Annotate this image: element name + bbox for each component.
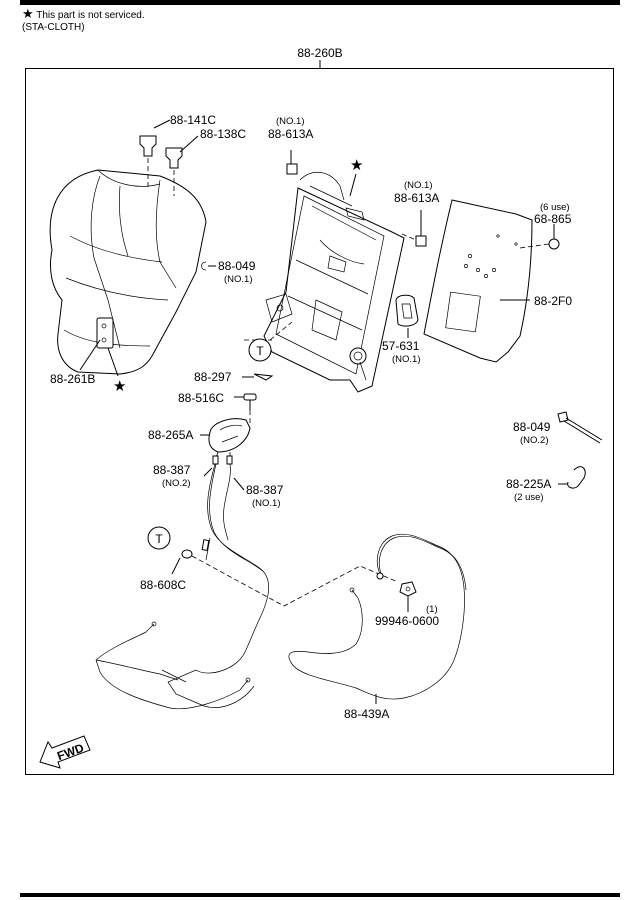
label-88-049-no2[interactable]: 88-049 xyxy=(513,420,551,434)
label-88-613a-mid[interactable]: 88-613A xyxy=(394,191,439,205)
back-board-88-2f0[interactable] xyxy=(423,199,533,363)
nut-99946-0600[interactable] xyxy=(399,581,417,597)
nut-88-613a-mid[interactable] xyxy=(415,235,427,247)
label-88-049-no1[interactable]: 88-049 xyxy=(218,259,256,273)
t-marker-upper[interactable] xyxy=(248,338,272,362)
label-88-260b[interactable]: 88-260B xyxy=(297,46,342,60)
leader-88-608c xyxy=(171,557,181,575)
part-88-297[interactable] xyxy=(253,373,274,381)
star-icon: ★ xyxy=(22,6,34,21)
hook-88-225a[interactable] xyxy=(567,466,586,489)
lever-57-631[interactable] xyxy=(395,294,419,327)
label-88-387-no2-sub: (NO.2) xyxy=(162,478,191,489)
label-57-631[interactable]: 57-631 xyxy=(382,339,420,353)
clip-88-049-no1[interactable] xyxy=(201,261,207,271)
leader-88-141c xyxy=(153,119,171,129)
label-99946-0600-sub: (1) xyxy=(426,604,438,615)
fwd-label: FWD xyxy=(55,741,86,764)
not-serviced-note: ★ This part is not serviced. xyxy=(22,6,145,22)
label-88-138c[interactable]: 88-138C xyxy=(200,127,246,141)
label-88-608c[interactable]: 88-608C xyxy=(140,578,186,592)
dash-cable-connection xyxy=(191,555,399,607)
label-57-631-sub: (NO.1) xyxy=(392,354,421,365)
label-88-225a[interactable]: 88-225A xyxy=(506,477,551,491)
label-88-613a-top-sub: (NO.1) xyxy=(276,116,305,127)
diagram-frame xyxy=(25,68,614,775)
seat-back-cushion[interactable] xyxy=(49,169,207,375)
headrest-guide-88-141c[interactable] xyxy=(139,135,157,188)
seat-back-frame[interactable] xyxy=(263,172,405,393)
handle-88-265a[interactable] xyxy=(208,418,251,453)
label-88-225a-sub: (2 use) xyxy=(514,492,544,503)
leader-star-frame xyxy=(349,173,357,197)
cable-88-387-no2[interactable] xyxy=(167,451,269,708)
screw-88-516c[interactable] xyxy=(243,393,257,424)
not-serviced-text: This part is not serviced. xyxy=(36,10,145,21)
label-88-387-no1-sub: (NO.1) xyxy=(252,498,281,509)
label-88-387-no2[interactable]: 88-387 xyxy=(153,463,191,477)
label-88-049-no2-sub: (NO.2) xyxy=(520,435,549,446)
label-88-261b[interactable]: 88-261B xyxy=(50,372,95,386)
label-88-613a-mid-sub: (NO.1) xyxy=(404,180,433,191)
nut-88-613a-top[interactable] xyxy=(286,163,298,175)
star-icon-bracket: ★ xyxy=(113,378,126,395)
leader-88-387-no1 xyxy=(233,477,245,491)
fwd-arrow-icon: FWD xyxy=(39,735,91,769)
seat-back-bracket[interactable] xyxy=(96,317,114,349)
t-marker-upper-label: T xyxy=(256,344,264,358)
t-marker-lower[interactable] xyxy=(147,526,171,550)
headrest-guide-88-138c[interactable] xyxy=(165,147,183,196)
leader-88-261b xyxy=(79,339,101,371)
clip-88-608c[interactable] xyxy=(181,549,193,559)
label-68-865-sub: (6 use) xyxy=(540,202,570,213)
leader-88-387-no2 xyxy=(203,467,213,477)
label-99946-0600[interactable]: 99946-0600 xyxy=(375,614,439,628)
cable-88-439a[interactable] xyxy=(288,533,467,700)
cable-lower-left[interactable] xyxy=(95,537,251,710)
label-88-2f0[interactable]: 88-2F0 xyxy=(534,294,572,308)
dash-68-865 xyxy=(519,243,550,249)
label-88-516c[interactable]: 88-516C xyxy=(178,391,224,405)
label-88-613a-top[interactable]: 88-613A xyxy=(268,127,313,141)
label-88-141c[interactable]: 88-141C xyxy=(170,113,216,127)
bottom-rule xyxy=(20,893,620,897)
label-88-387-no1[interactable]: 88-387 xyxy=(246,483,284,497)
tie-strap-88-049-no2[interactable] xyxy=(557,411,603,444)
leader-star-bracket xyxy=(107,347,119,377)
cable-88-387-no1[interactable] xyxy=(223,452,233,541)
label-88-439a[interactable]: 88-439A xyxy=(344,707,389,721)
label-88-297[interactable]: 88-297 xyxy=(194,370,232,384)
leader-88-138c xyxy=(179,135,199,153)
label-88-265a[interactable]: 88-265A xyxy=(148,428,193,442)
dash-88-613a-mid xyxy=(401,233,417,241)
label-68-865[interactable]: 68-865 xyxy=(534,212,572,226)
star-icon-frame: ★ xyxy=(350,157,363,174)
dash-t-upper-2 xyxy=(269,321,293,341)
label-88-049-no1-sub: (NO.1) xyxy=(224,274,253,285)
clip-68-865[interactable] xyxy=(548,238,560,250)
material-note: (STA-CLOTH) xyxy=(22,22,85,33)
top-rule xyxy=(20,0,620,5)
t-marker-lower-label: T xyxy=(155,532,163,546)
